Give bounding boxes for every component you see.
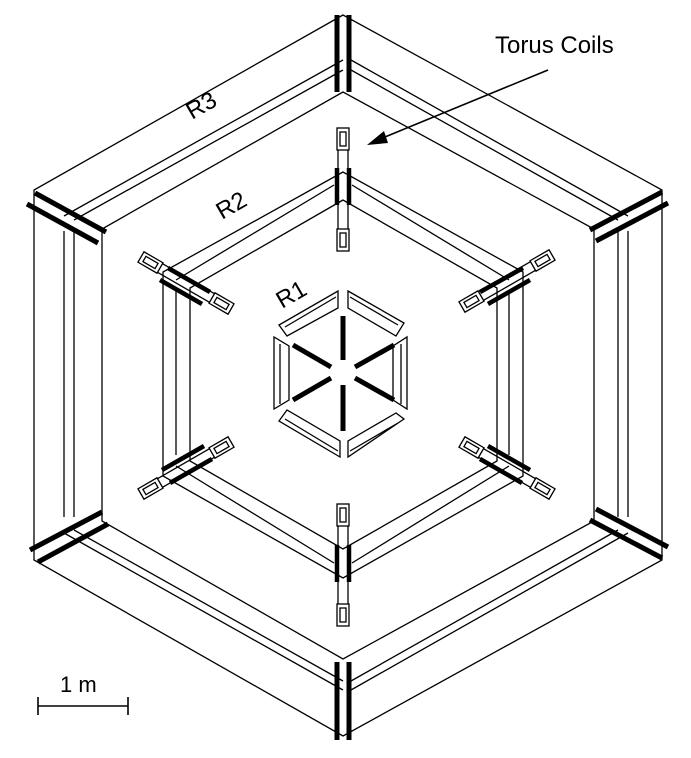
r1-label: R1 <box>272 275 312 314</box>
r1-sector-right <box>392 335 408 411</box>
torus-coil-lower-left <box>137 435 235 501</box>
r3-gap-ll-a <box>28 509 104 553</box>
torus-coils-label: Torus Coils <box>495 32 614 59</box>
r3-gap-ul-b <box>33 190 108 235</box>
r2-gap-ur-a <box>478 266 525 294</box>
r1-spoke-ur <box>353 342 396 370</box>
r3-gap-ul-a <box>25 201 100 246</box>
r1-sector-bottom-left <box>278 409 341 459</box>
torus-coils <box>137 127 556 627</box>
torus-coil-lower-right <box>458 435 556 501</box>
r3-gap-ur-b <box>594 200 670 244</box>
r2-inner-boundary <box>189 199 498 550</box>
arrow-shaft <box>379 69 549 140</box>
r3-inner-line-b <box>73 69 619 682</box>
r2-inner-line <box>175 184 510 564</box>
r2-sector-gaps <box>158 168 532 582</box>
r2-outer-boundary <box>162 171 524 579</box>
r3-sector-gaps <box>25 15 670 740</box>
r2-gap-lr-b <box>486 444 532 472</box>
r3-gap-ur-a <box>588 189 664 233</box>
region-3-chambers <box>33 14 663 737</box>
r2-gap-ll-a <box>160 444 206 472</box>
r3-gap-ll-b <box>36 521 110 565</box>
r3-inner-line-a <box>63 59 629 691</box>
scale-bar-label: 1 m <box>60 672 97 697</box>
torus-coils-arrow <box>367 69 549 145</box>
r1-spoke-ll <box>291 375 333 403</box>
torus-coil-upper-left <box>137 250 235 316</box>
r3-gap-lr-a <box>588 517 664 561</box>
r2-label: R2 <box>212 186 252 225</box>
scale-bar <box>37 697 129 715</box>
r2-gap-ul-a <box>166 266 212 294</box>
r1-sector-top <box>347 289 405 337</box>
r1-spoke-ul <box>291 342 333 370</box>
r1-sector-left <box>273 335 290 411</box>
r3-gap-lr-b <box>594 506 670 550</box>
region-1-chambers <box>273 289 408 459</box>
torus-coil-top <box>336 127 350 252</box>
arrow-head <box>367 131 388 145</box>
region-2-chambers <box>162 171 524 579</box>
r2-gap-ul-b <box>158 278 204 306</box>
r3-label: R3 <box>182 86 222 125</box>
r1-spoke-lr <box>353 375 396 403</box>
r3-outer-boundary <box>33 14 663 737</box>
torus-coil-upper-right <box>458 248 556 314</box>
r1-sector-top-left <box>278 289 339 337</box>
r1-torus-spokes <box>291 316 396 431</box>
r2-gap-ur-b <box>486 278 532 306</box>
torus-coil-bottom <box>336 503 350 627</box>
r1-sector-bottom-right <box>347 412 406 459</box>
